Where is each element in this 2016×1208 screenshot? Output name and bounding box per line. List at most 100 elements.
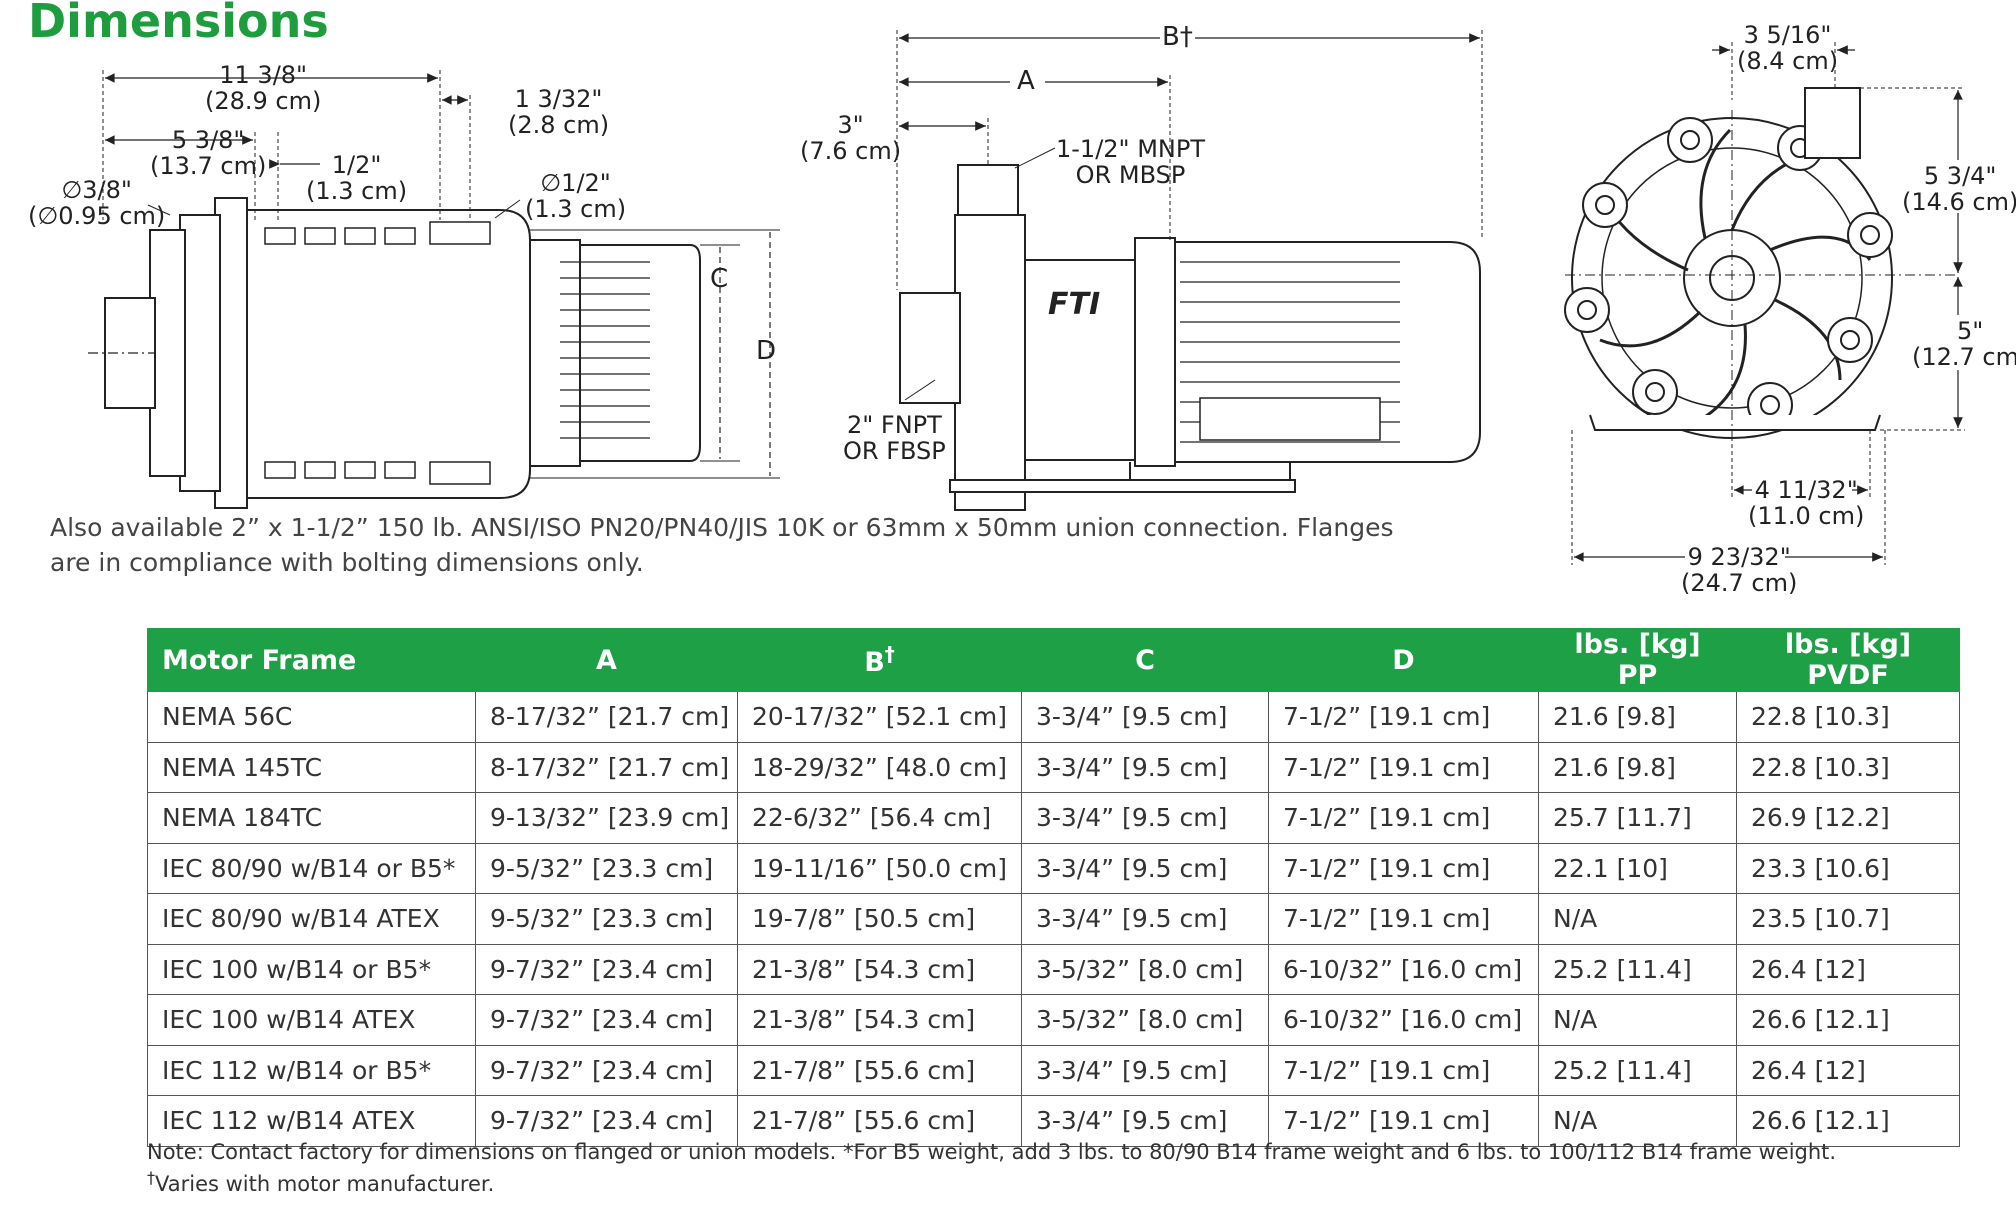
- cell-a: 9-13/32” [23.9 cm]: [475, 792, 738, 844]
- fti-logo: FTI: [1048, 287, 1101, 322]
- header-b: B†: [737, 628, 1022, 692]
- cell-motor-frame: IEC 100 w/B14 or B5*: [147, 943, 476, 995]
- cell-weight-pp: N/A: [1538, 994, 1737, 1046]
- cell-weight-pp: 25.2 [11.4]: [1538, 943, 1737, 995]
- cell-d: 6-10/32” [16.0 cm]: [1268, 994, 1539, 1046]
- inner-gap-label: 1/2" (1.3 cm): [306, 151, 408, 205]
- port-right-label: 1 3/32" (2.8 cm): [508, 85, 610, 139]
- cell-a: 9-7/32” [23.4 cm]: [475, 943, 738, 995]
- cell-a: 9-7/32” [23.4 cm]: [475, 1044, 738, 1096]
- cell-b: 18-29/32” [48.0 cm]: [737, 741, 1022, 793]
- cell-motor-frame: IEC 112 w/B14 ATEX: [147, 1095, 476, 1147]
- cell-c: 3-3/4” [9.5 cm]: [1021, 893, 1269, 945]
- hole-left-label: ∅3/8" (∅0.95 cm): [28, 176, 166, 230]
- dim-d-label: D: [756, 336, 777, 366]
- table-row: IEC 80/90 w/B14 ATEX 9-5/32” [23.3 cm] 1…: [147, 893, 1960, 945]
- cell-weight-pvdf: 23.3 [10.6]: [1736, 842, 1960, 894]
- cell-c: 3-3/4” [9.5 cm]: [1021, 1044, 1269, 1096]
- discharge-offset-label: 3 5/16" (8.4 cm): [1737, 21, 1839, 75]
- cell-weight-pvdf: 23.5 [10.7]: [1736, 893, 1960, 945]
- cell-d: 7-1/2” [19.1 cm]: [1268, 741, 1539, 793]
- cell-weight-pvdf: 26.4 [12]: [1736, 1044, 1960, 1096]
- cell-d: 7-1/2” [19.1 cm]: [1268, 691, 1539, 743]
- cell-a: 8-17/32” [21.7 cm]: [475, 741, 738, 793]
- header-c: C: [1021, 628, 1269, 692]
- header-b-dagger: †: [884, 642, 895, 666]
- table-row: IEC 100 w/B14 ATEX 9-7/32” [23.4 cm] 21-…: [147, 994, 1960, 1046]
- cell-d: 7-1/2” [19.1 cm]: [1268, 1095, 1539, 1147]
- header-weight-pvdf: lbs. [kg] PVDF: [1736, 628, 1960, 692]
- cell-weight-pvdf: 22.8 [10.3]: [1736, 741, 1960, 793]
- header-b-text: B: [864, 647, 885, 678]
- cell-d: 6-10/32” [16.0 cm]: [1268, 943, 1539, 995]
- cell-motor-frame: NEMA 56C: [147, 691, 476, 743]
- cell-c: 3-3/4” [9.5 cm]: [1021, 741, 1269, 793]
- table-row: IEC 80/90 w/B14 or B5* 9-5/32” [23.3 cm]…: [147, 842, 1960, 894]
- table-row: NEMA 145TC 8-17/32” [21.7 cm] 18-29/32” …: [147, 741, 1960, 793]
- dagger-footnote-text: Varies with motor manufacturer.: [155, 1172, 495, 1196]
- dimensions-table: Motor Frame A B† C D lbs. [kg] PP lbs. […: [147, 628, 1960, 1147]
- top-view: [88, 70, 780, 509]
- cell-c: 3-5/32” [8.0 cm]: [1021, 994, 1269, 1046]
- base-inner-label: 4 11/32" (11.0 cm): [1748, 476, 1865, 530]
- header-a: A: [475, 628, 738, 692]
- cell-motor-frame: IEC 112 w/B14 or B5*: [147, 1044, 476, 1096]
- cell-d: 7-1/2” [19.1 cm]: [1268, 842, 1539, 894]
- cell-d: 7-1/2” [19.1 cm]: [1268, 1044, 1539, 1096]
- table-row: NEMA 56C 8-17/32” [21.7 cm] 20-17/32” [5…: [147, 691, 1960, 743]
- cell-a: 9-5/32” [23.3 cm]: [475, 842, 738, 894]
- inlet-offset-label: 3" (7.6 cm): [800, 111, 902, 165]
- pump-line-drawings: [88, 30, 1965, 565]
- availability-note: Also available 2” x 1-1/2” 150 lb. ANSI/…: [50, 513, 1394, 577]
- cell-weight-pp: 21.6 [9.8]: [1538, 691, 1737, 743]
- cell-weight-pvdf: 26.9 [12.2]: [1736, 792, 1960, 844]
- dim-b-label: B†: [1162, 22, 1193, 52]
- overall-width-label: 11 3/8" (28.9 cm): [205, 61, 322, 115]
- cell-weight-pp: 21.6 [9.8]: [1538, 741, 1737, 793]
- cell-motor-frame: IEC 100 w/B14 ATEX: [147, 994, 476, 1046]
- cell-b: 21-7/8” [55.6 cm]: [737, 1095, 1022, 1147]
- cell-a: 9-5/32” [23.3 cm]: [475, 893, 738, 945]
- table-body: NEMA 56C 8-17/32” [21.7 cm] 20-17/32” [5…: [147, 691, 1960, 1147]
- header-weight-pp: lbs. [kg] PP: [1538, 628, 1737, 692]
- base-outer-label: 9 23/32" (24.7 cm): [1681, 543, 1798, 597]
- front-view: [1564, 42, 1965, 565]
- dagger-footnote: †Varies with motor manufacturer.: [147, 1168, 494, 1196]
- cell-b: 19-11/16” [50.0 cm]: [737, 842, 1022, 894]
- cell-weight-pvdf: 22.8 [10.3]: [1736, 691, 1960, 743]
- port-offset-label: 5 3/8" (13.7 cm): [150, 126, 267, 180]
- discharge-connection-label: 1-1/2" MNPT OR MBSP: [1056, 135, 1206, 189]
- cell-b: 21-7/8” [55.6 cm]: [737, 1044, 1022, 1096]
- cell-c: 3-3/4” [9.5 cm]: [1021, 842, 1269, 894]
- dimension-drawings: 11 3/8" (28.9 cm) 1 3/32" (2.8 cm) 5 3/8…: [0, 0, 2016, 600]
- cell-weight-pp: N/A: [1538, 893, 1737, 945]
- cell-weight-pp: 25.7 [11.7]: [1538, 792, 1737, 844]
- table-row: IEC 112 w/B14 ATEX 9-7/32” [23.4 cm] 21-…: [147, 1095, 1960, 1147]
- cell-a: 8-17/32” [21.7 cm]: [475, 691, 738, 743]
- cell-a: 9-7/32” [23.4 cm]: [475, 994, 738, 1046]
- cell-weight-pp: 22.1 [10]: [1538, 842, 1737, 894]
- table-row: NEMA 184TC 9-13/32” [23.9 cm] 22-6/32” […: [147, 792, 1960, 844]
- cell-motor-frame: NEMA 184TC: [147, 792, 476, 844]
- cell-weight-pp: N/A: [1538, 1095, 1737, 1147]
- cell-weight-pvdf: 26.6 [12.1]: [1736, 994, 1960, 1046]
- cell-c: 3-3/4” [9.5 cm]: [1021, 1095, 1269, 1147]
- header-d: D: [1268, 628, 1539, 692]
- cell-motor-frame: NEMA 145TC: [147, 741, 476, 793]
- cell-d: 7-1/2” [19.1 cm]: [1268, 792, 1539, 844]
- page-title: Dimensions: [28, 0, 329, 48]
- cell-c: 3-5/32” [8.0 cm]: [1021, 943, 1269, 995]
- dim-c-label: C: [710, 264, 729, 294]
- upper-height-label: 5 3/4" (14.6 cm): [1902, 162, 2016, 216]
- cell-b: 20-17/32” [52.1 cm]: [737, 691, 1022, 743]
- suction-connection-label: 2" FNPT OR FBSP: [843, 411, 946, 465]
- cell-motor-frame: IEC 80/90 w/B14 or B5*: [147, 842, 476, 894]
- cell-weight-pvdf: 26.4 [12]: [1736, 943, 1960, 995]
- lower-height-label: 5" (12.7 cm): [1912, 317, 2016, 371]
- cell-motor-frame: IEC 80/90 w/B14 ATEX: [147, 893, 476, 945]
- cell-b: 19-7/8” [50.5 cm]: [737, 893, 1022, 945]
- header-motor-frame: Motor Frame: [147, 628, 476, 692]
- cell-weight-pvdf: 26.6 [12.1]: [1736, 1095, 1960, 1147]
- cell-d: 7-1/2” [19.1 cm]: [1268, 893, 1539, 945]
- hole-right-label: ∅1/2" (1.3 cm): [525, 169, 627, 223]
